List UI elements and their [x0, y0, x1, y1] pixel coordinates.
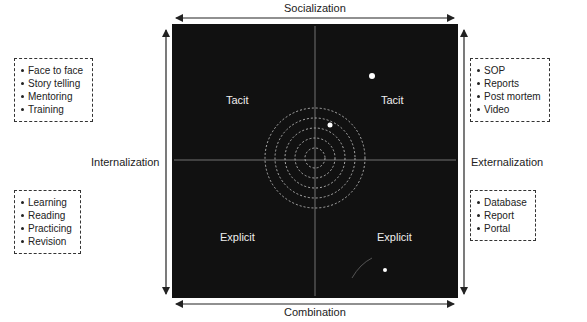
bullet-dot: [477, 214, 480, 217]
list-item: Reading: [21, 209, 72, 222]
cycle-arrow: [176, 303, 454, 304]
list-item: Report: [477, 209, 527, 222]
bullet-dot: [477, 69, 480, 72]
bullet-dot: [21, 240, 24, 243]
quadrant-label: Explicit: [377, 231, 412, 244]
list-item: Face to face: [21, 64, 83, 77]
list-item: Story telling: [21, 77, 83, 90]
item-text: Reading: [28, 209, 65, 222]
light-dot: [369, 73, 375, 79]
list-item: Video: [477, 103, 541, 116]
list-item: Revision: [21, 235, 72, 248]
list-item: SOP: [477, 64, 541, 77]
list-item: Mentoring: [21, 90, 83, 103]
process-label: Combination: [282, 306, 348, 319]
item-text: Post mortem: [484, 90, 541, 103]
item-text: Portal: [484, 222, 510, 235]
process-label: Socialization: [282, 2, 348, 15]
list-item: Reports: [477, 77, 541, 90]
bullet-dot: [21, 201, 24, 204]
item-text: Revision: [28, 235, 66, 248]
bullet-dot: [21, 95, 24, 98]
list-item: Training: [21, 103, 83, 116]
bullet-dot: [477, 201, 480, 204]
item-text: Reports: [484, 77, 519, 90]
quadrant-label: Tacit: [226, 94, 249, 107]
item-text: SOP: [484, 64, 505, 77]
item-text: Training: [28, 103, 64, 116]
bullet-dot: [21, 108, 24, 111]
list-item: Learning: [21, 196, 72, 209]
axis-line: [315, 26, 316, 296]
dark-panel: [172, 24, 458, 298]
practice-list-box: LearningReadingPracticingRevision: [14, 190, 81, 254]
list-item: Post mortem: [477, 90, 541, 103]
item-text: Face to face: [28, 64, 83, 77]
faint-curve: [352, 258, 372, 278]
light-dot: [328, 123, 333, 128]
quadrant-label: Tacit: [381, 94, 404, 107]
bullet-dot: [21, 82, 24, 85]
bullet-dot: [477, 108, 480, 111]
bullet-dot: [477, 95, 480, 98]
cycle-arrow: [165, 30, 166, 294]
quadrant-label: Explicit: [220, 231, 255, 244]
bullet-dot: [21, 214, 24, 217]
process-label: Internalization: [89, 156, 162, 169]
light-dot: [383, 268, 387, 272]
item-text: Database: [484, 196, 527, 209]
item-text: Story telling: [28, 77, 80, 90]
practice-list-box: SOPReportsPost mortemVideo: [470, 58, 550, 122]
item-text: Mentoring: [28, 90, 72, 103]
spiral-rings: [265, 108, 365, 208]
item-text: Practicing: [28, 222, 72, 235]
bullet-dot: [477, 227, 480, 230]
item-text: Learning: [28, 196, 67, 209]
bullet-dot: [477, 82, 480, 85]
practice-list-box: Face to faceStory tellingMentoringTraini…: [14, 58, 93, 122]
cycle-arrow: [176, 17, 454, 18]
practice-list-box: DatabaseReportPortal: [470, 190, 536, 241]
bullet-dot: [21, 227, 24, 230]
list-item: Portal: [477, 222, 527, 235]
item-text: Report: [484, 209, 514, 222]
item-text: Video: [484, 103, 509, 116]
quadrant-panel: Tacit TacitExplicit Explicit: [172, 24, 458, 298]
list-item: Practicing: [21, 222, 72, 235]
bullet-dot: [21, 69, 24, 72]
list-item: Database: [477, 196, 527, 209]
cycle-arrow: [463, 30, 464, 294]
process-label: Externalization: [469, 156, 545, 169]
